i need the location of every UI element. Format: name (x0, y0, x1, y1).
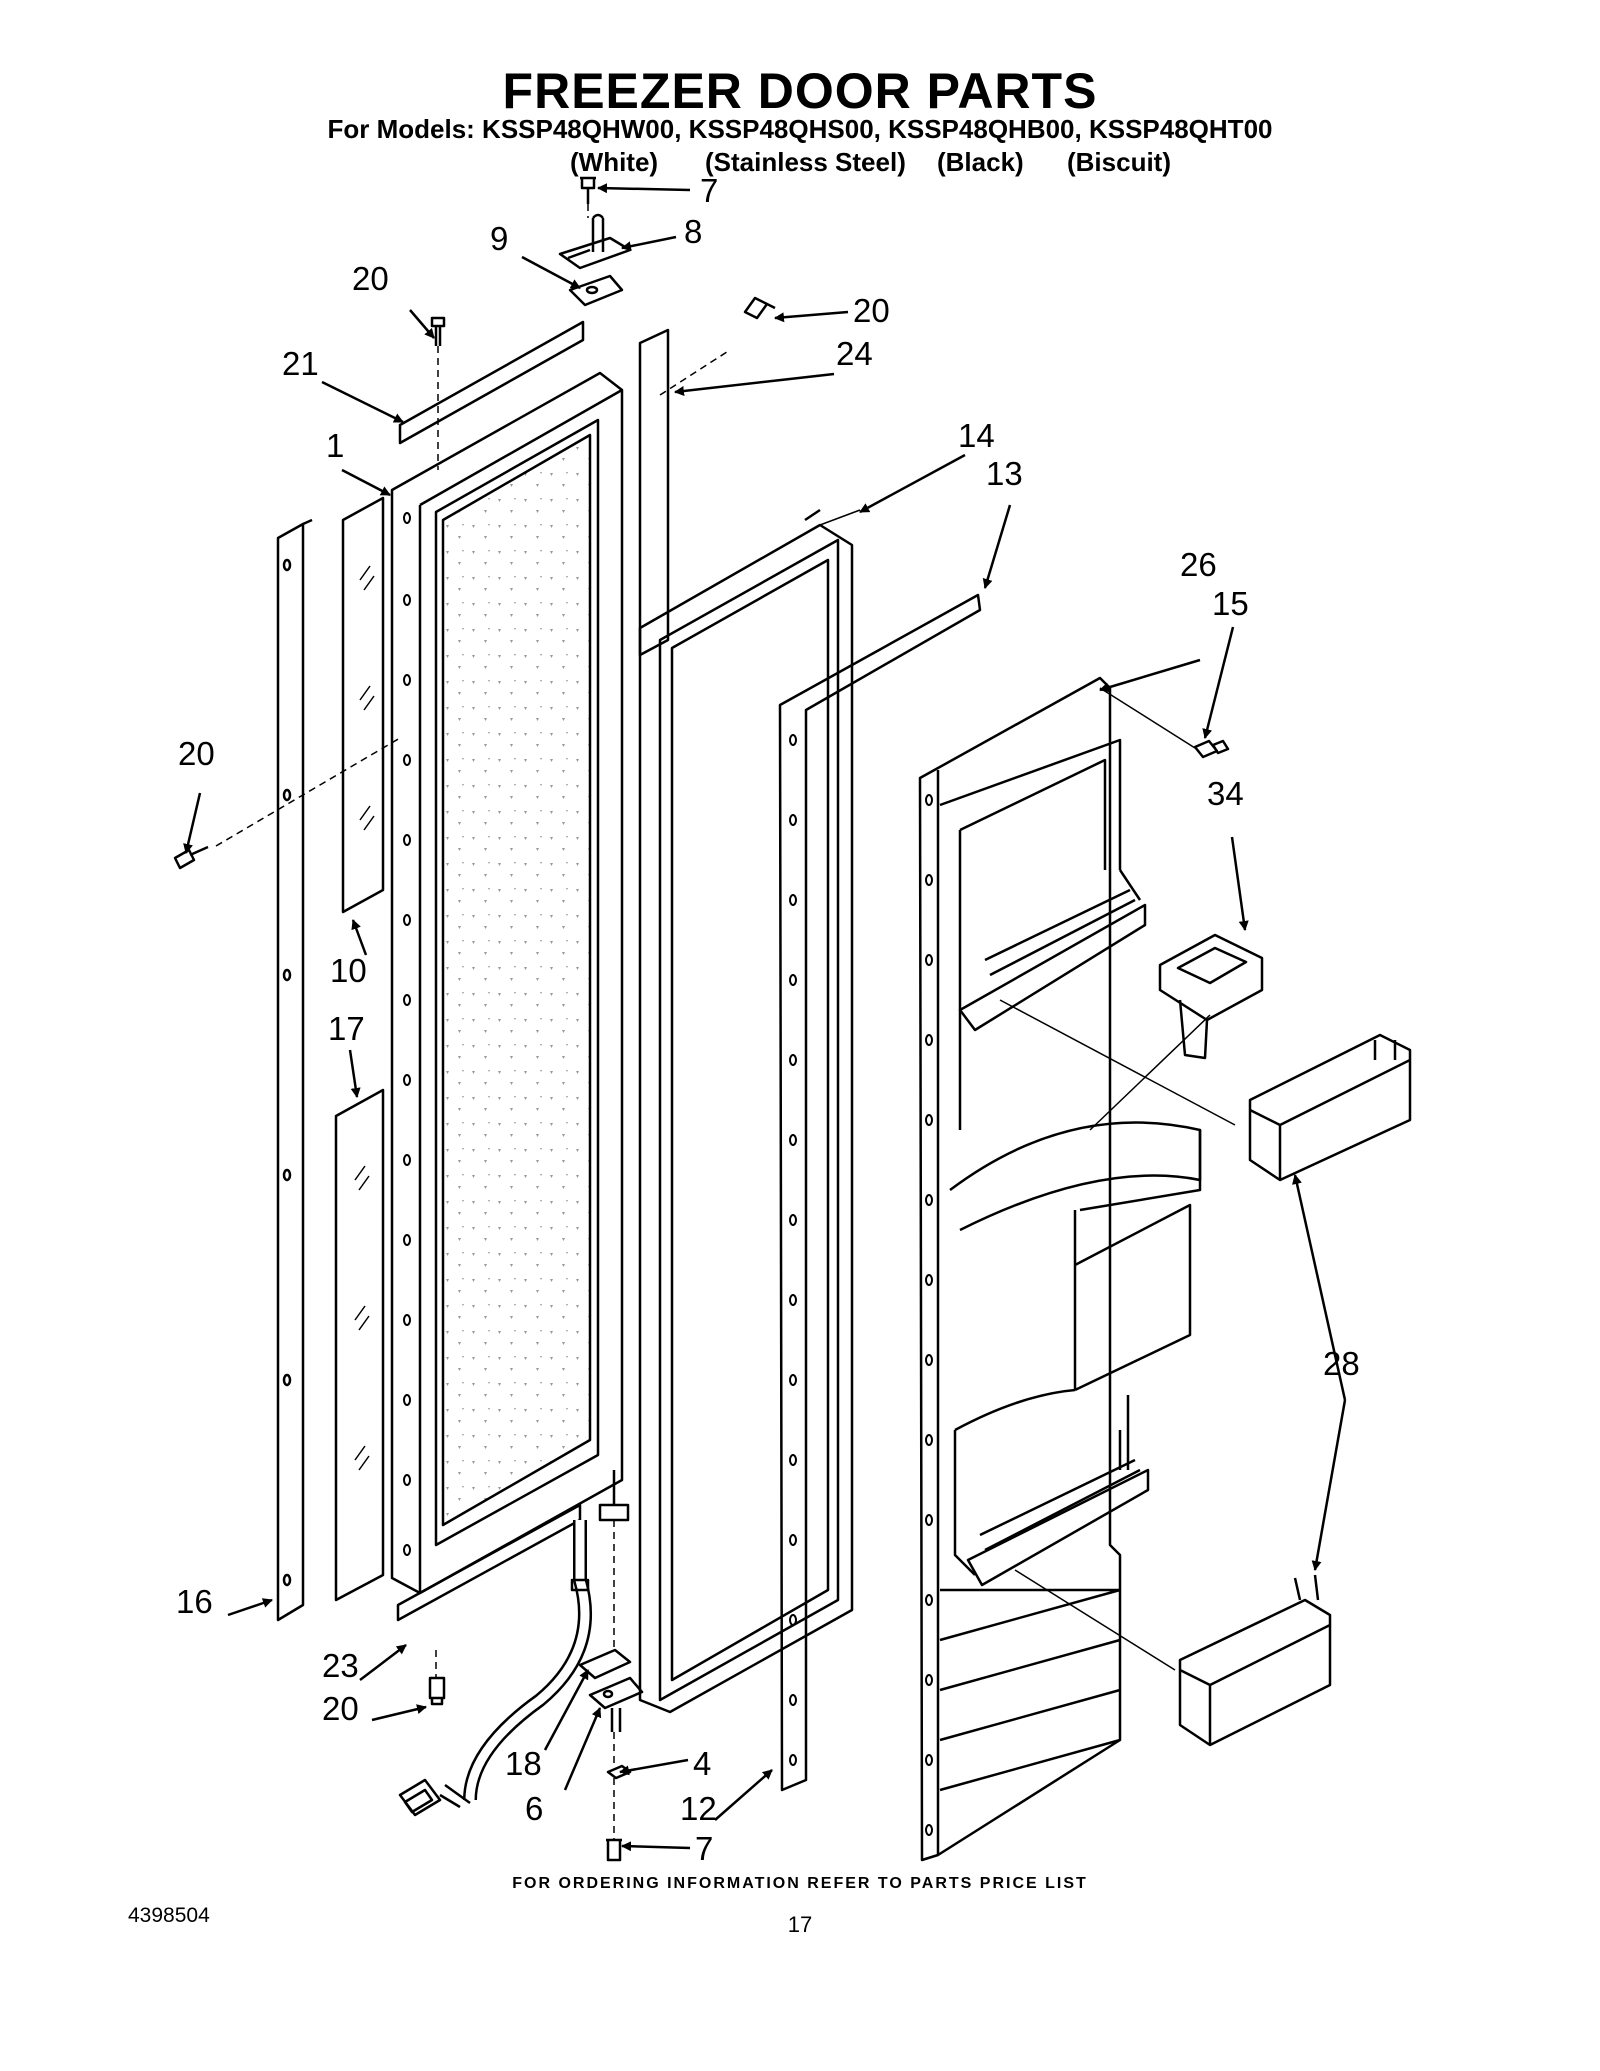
part-9-hinge-plate (568, 274, 624, 307)
part-18-shim (578, 1648, 632, 1680)
callout-18: 18 (505, 1745, 542, 1782)
bottom-hinge-bracket (598, 1470, 630, 1522)
callout-20-top-left: 20 (352, 260, 389, 297)
callout-4: 4 (693, 1745, 711, 1782)
page-number: 17 (787, 1912, 813, 1937)
part-20-screw-bottom (428, 1676, 446, 1706)
part-21-top-bracket (398, 320, 585, 445)
callout-7-bottom: 7 (695, 1830, 713, 1867)
variant-black: (Black) (937, 147, 1024, 177)
callout-9: 9 (490, 220, 508, 257)
part-34-chute-door (1158, 933, 1264, 1060)
models-line: For Models: KSSP48QHW00, KSSP48QHS00, KS… (327, 114, 1273, 144)
callout-8: 8 (684, 213, 702, 250)
part-20-screw-side (173, 845, 209, 870)
callout-26: 26 (1180, 546, 1217, 583)
part-1-door-panel (390, 371, 624, 1595)
callout-6: 6 (525, 1790, 543, 1827)
wiring-harness (398, 1520, 592, 1817)
part-24-strip (638, 328, 670, 657)
callout-16: 16 (176, 1583, 213, 1620)
part-26-door-liner (918, 676, 1202, 1862)
callout-12: 12 (680, 1790, 717, 1827)
callout-7-top: 7 (700, 172, 718, 209)
variant-stainless-steel: (Stainless Steel) (705, 147, 906, 177)
part-12-strip (778, 593, 982, 1792)
document-number: 4398504 (128, 1904, 210, 1927)
part-20-screw-top-left (430, 316, 446, 346)
callout-13: 13 (986, 455, 1023, 492)
part-17-glass-panel (334, 1088, 385, 1602)
part-6-hinge (588, 1676, 644, 1732)
part-14-gasket (638, 508, 854, 1714)
callout-20-side: 20 (178, 735, 215, 772)
part-20-screw-top-right (743, 296, 776, 320)
callout-14: 14 (958, 417, 995, 454)
callout-17: 17 (328, 1010, 365, 1047)
callout-10: 10 (330, 952, 367, 989)
part-16-side-trim (276, 518, 313, 1622)
callout-20-bottom: 20 (322, 1690, 359, 1727)
callout-23: 23 (322, 1647, 359, 1684)
part-10-glass-panel (341, 496, 385, 914)
part-23-bottom-bracket (396, 1503, 582, 1622)
callout-15: 15 (1212, 585, 1249, 622)
part-4-washer (606, 1764, 632, 1780)
callout-34: 34 (1207, 775, 1244, 812)
callout-28: 28 (1323, 1345, 1360, 1382)
callout-1: 1 (326, 427, 344, 464)
part-7-screw-top (580, 176, 596, 204)
part-8-hinge-pin (558, 213, 632, 270)
callout-24: 24 (836, 335, 873, 372)
callout-21: 21 (282, 345, 319, 382)
ordering-note: FOR ORDERING INFORMATION REFER TO PARTS … (512, 1875, 1088, 1892)
callout-20-top-right: 20 (853, 292, 890, 329)
part-7-screw-bottom (606, 1838, 622, 1862)
variant-biscuit: (Biscuit) (1067, 147, 1171, 177)
part-28-lower-bin (1178, 1574, 1332, 1747)
page-title: FREEZER DOOR PARTS (502, 63, 1098, 119)
part-28-upper-bin (1248, 1033, 1412, 1182)
part-15-screw (1193, 739, 1230, 759)
variant-white: (White) (570, 147, 659, 177)
